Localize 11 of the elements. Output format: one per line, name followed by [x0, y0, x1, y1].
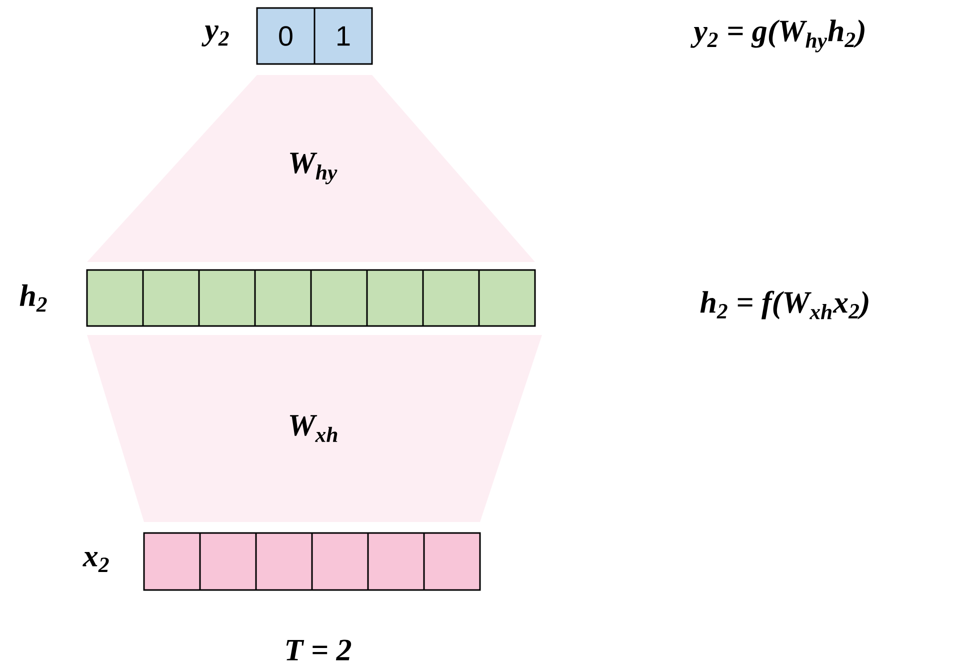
vector-label: h$_{2}$ — [20, 284, 47, 312]
vector-bar: 0 1 — [256, 7, 373, 65]
vector-bar — [143, 532, 481, 591]
vector-label: x$_{2}$ — [82, 552, 109, 572]
vector-label: y$_{2}$ — [202, 26, 229, 46]
weight-band: W$_{hy}$ — [87, 75, 535, 262]
equation: y$_{2}$ = g(W$_{hy}$h$_{2}$) — [690, 20, 864, 52]
weight-band: W$_{xh}$ — [87, 335, 542, 522]
time-step-label: T = 2 — [286, 640, 352, 660]
vector-bar — [86, 269, 536, 327]
equation: h$_{2}$ = f(W$_{xh}$x$_{2}$) — [700, 290, 868, 320]
